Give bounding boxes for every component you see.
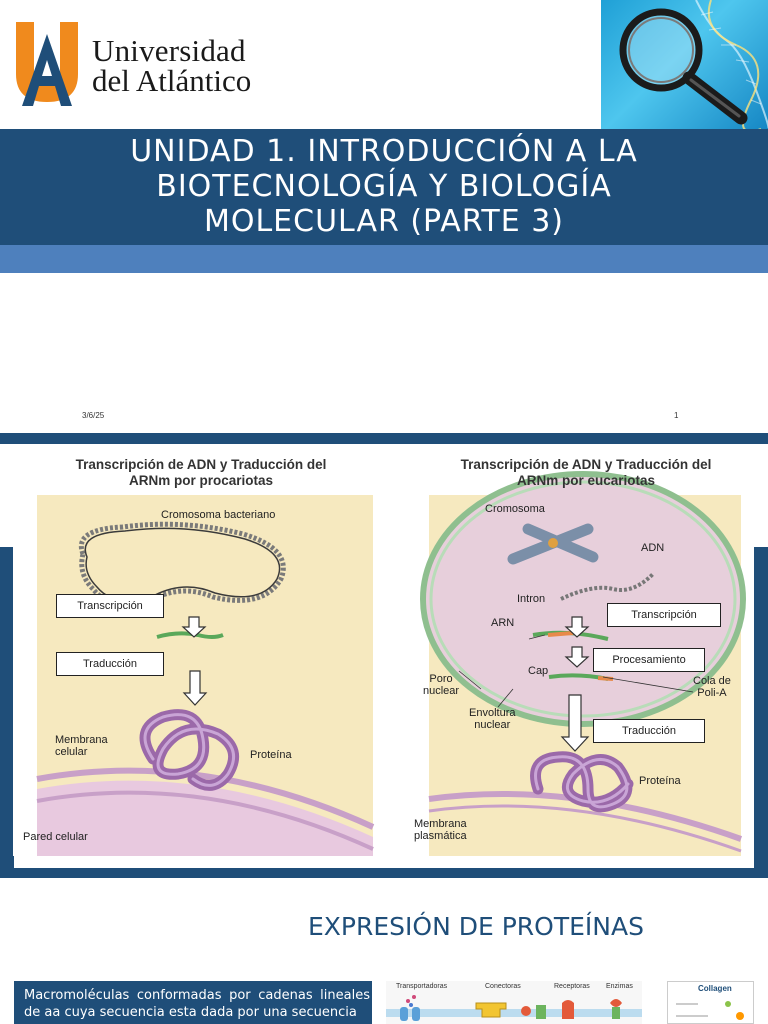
slide-date: 3/6/25 xyxy=(82,411,105,420)
plasma-membrane-label-line1: Membrana xyxy=(414,818,467,830)
prokaryote-translation-box: Traducción xyxy=(56,652,164,676)
plasma-membrane-label-line2: plasmática xyxy=(414,830,467,842)
slide-left-bar xyxy=(0,547,14,868)
cap-label: Cap xyxy=(528,665,549,677)
nuclear-envelope-label: Envoltura nuclear xyxy=(469,707,515,731)
processing-box: Procesamiento xyxy=(593,648,705,672)
eukaryote-title: Transcripción de ADN y Traducción del AR… xyxy=(418,457,754,489)
nuclear-envelope-label-line1: Envoltura xyxy=(469,707,516,719)
prokaryote-title: Transcripción de ADN y Traducción del AR… xyxy=(31,457,371,489)
transcription-translation-figure: Transcripción de ADN y Traducción del AR… xyxy=(13,449,754,856)
prokaryote-transcription-box: Transcripción xyxy=(56,594,164,618)
magnifier-dna-image xyxy=(601,0,768,129)
prokaryote-title-line1: Transcripción de ADN y Traducción del xyxy=(75,457,327,472)
title-accent-band xyxy=(0,245,768,273)
slide-title-line1: UNIDAD 1. INTRODUCCIÓN A LA xyxy=(130,134,638,169)
nuclear-envelope-label-line2: nuclear xyxy=(474,719,511,731)
protein-types-icon xyxy=(386,995,642,1021)
slide-top-bar xyxy=(0,868,768,878)
protein-expression-slide: EXPRESIÓN DE PROTEÍNAS Macromoléculas co… xyxy=(0,868,768,1024)
body-text-box xyxy=(14,981,372,1024)
nuclear-pore-label-line1: Poro xyxy=(429,673,453,685)
body-text: Macromoléculas conformadas por cadenas l… xyxy=(24,988,370,1020)
eukaryote-protein-label: Proteína xyxy=(639,775,681,787)
connectors-label: Conectoras xyxy=(485,983,521,990)
eukaryote-title-line1: Transcripción de ADN y Traducción del xyxy=(460,457,712,472)
university-name-line2: del Atlántico xyxy=(92,63,252,98)
eukaryote-translation-box: Traducción xyxy=(593,719,705,743)
nuclear-pore-label: Poro nuclear xyxy=(423,673,459,697)
bacterial-chromosome-label: Cromosoma bacteriano xyxy=(161,509,276,521)
chromosome-label: Cromosoma xyxy=(485,503,545,515)
cell-wall-label: Pared celular xyxy=(23,831,88,843)
transporters-label: Transportadoras xyxy=(396,983,448,990)
collagen-label: Collagen xyxy=(698,984,732,993)
rna-label: ARN xyxy=(491,617,515,629)
slide-heading-text: EXPRESIÓN DE PROTEÍNAS xyxy=(308,912,644,941)
prokaryote-title-line2: ARNm por procariotas xyxy=(128,473,274,488)
nuclear-pore-label-line2: nuclear xyxy=(423,685,460,697)
cell-membrane-label-line2: celular xyxy=(55,746,88,758)
dna-label: ADN xyxy=(641,542,665,554)
polya-tail-label-line2: Poli-A xyxy=(697,687,727,699)
enzymes-label: Enzimas xyxy=(606,983,633,990)
eukaryote-transcription-box: Transcripción xyxy=(607,603,721,627)
slide-title-line3: MOLECULAR (PARTE 3) xyxy=(203,204,565,239)
prokaryote-protein-label: Proteína xyxy=(250,749,292,761)
cell-membrane-label-line1: Membrana xyxy=(55,734,108,746)
plasma-membrane-label: Membrana plasmática xyxy=(414,818,467,842)
eukaryote-title-line2: ARNm por eucariotas xyxy=(516,473,656,488)
polya-tail-label: Cola de Poli-A xyxy=(693,675,731,699)
slide-top-bar xyxy=(0,433,768,444)
receptors-label: Receptoras xyxy=(554,983,590,990)
polya-tail-label-line1: Cola de xyxy=(693,675,731,687)
university-name-line1: Universidad xyxy=(92,33,246,68)
title-slide: Universidad del Atlántico UNIDAD 1. INTR… xyxy=(0,0,768,433)
intron-label: Intron xyxy=(517,593,546,605)
collagen-icon xyxy=(676,1001,744,1020)
protein-types-image: Transportadoras Conectoras Receptoras En… xyxy=(386,981,642,1024)
collagen-image: Collagen xyxy=(667,981,754,1024)
slide-right-bar xyxy=(754,547,768,868)
cell-membrane-label: Membrana celular xyxy=(55,734,108,758)
slide-title-line2: BIOTECNOLOGÍA Y BIOLOGÍA xyxy=(156,169,612,204)
university-name: Universidad del Atlántico xyxy=(92,33,252,98)
slide-title: UNIDAD 1. INTRODUCCIÓN A LA BIOTECNOLOGÍ… xyxy=(0,134,768,239)
title-band xyxy=(0,129,768,245)
gene-expression-slide: Transcripción de ADN y Traducción del AR… xyxy=(0,433,768,868)
page-number: 1 xyxy=(674,411,679,420)
university-logo-icon xyxy=(16,22,78,106)
magnifier-icon xyxy=(619,0,768,129)
